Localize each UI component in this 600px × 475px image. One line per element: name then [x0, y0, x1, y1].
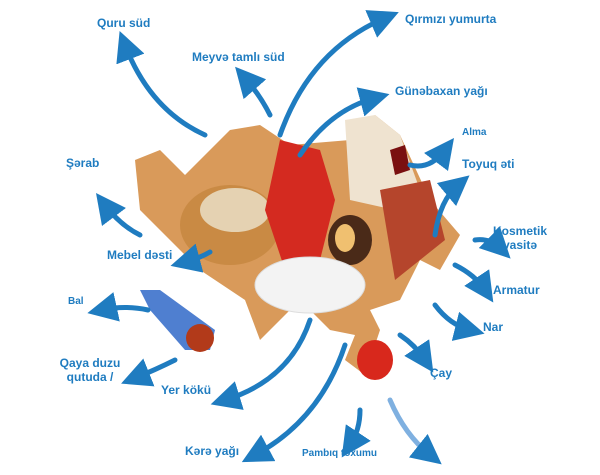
- arrow-qaya-duzu: [121, 357, 178, 387]
- label-qaya-duzu-line2: qutuda /: [66, 370, 114, 384]
- label-mebel-desti: Mebel dəsti: [107, 248, 173, 262]
- label-armatur: Armatur: [493, 283, 540, 297]
- arrow-mebel: [170, 243, 213, 273]
- arrow-qirmizi-yumurta: [277, 10, 399, 138]
- label-quru-sud: Quru süd: [97, 16, 151, 30]
- arrow-unlabeled: [387, 397, 442, 465]
- arrow-quru-sud: [116, 31, 208, 138]
- arrow-armatur: [452, 262, 494, 303]
- label-qirmizi-yumurta: Qırmızı yumurta: [405, 12, 497, 26]
- arrow-bal: [87, 292, 151, 322]
- arrow-yer-koku: [210, 317, 313, 410]
- label-kere-yagi: Kərə yağı: [185, 444, 240, 458]
- label-qaya-duzu: Qaya duzu qutuda /: [55, 356, 125, 384]
- azerbaijan-map: [135, 115, 460, 380]
- label-bal: Bal: [68, 296, 84, 307]
- label-kosmetik-vasite: Kosmetik vasitə: [490, 224, 550, 252]
- label-cay: Çay: [430, 366, 453, 380]
- arrow-pambiq: [341, 407, 371, 458]
- arrow-cay: [397, 332, 434, 373]
- label-qaya-duzu-line1: Qaya duzu: [59, 356, 121, 370]
- arrow-alma: [407, 138, 455, 172]
- arrows: [87, 10, 511, 465]
- label-pambiq-toxumu: Pambıq toxumu: [302, 448, 378, 459]
- label-kosmetik-line1: Kosmetik: [492, 224, 548, 238]
- label-alma: Alma: [462, 127, 487, 138]
- arrow-serab: [95, 193, 143, 238]
- label-meyve-tamli-sud: Meyvə tamlı süd: [192, 50, 285, 64]
- label-kosmetik-line2: vasitə: [502, 238, 538, 252]
- label-serab: Şərab: [66, 156, 100, 170]
- label-nar: Nar: [483, 320, 504, 334]
- label-toyuq-eti: Toyuq əti: [462, 157, 515, 171]
- label-gunebaxan-yagi: Günəbaxan yağı: [395, 84, 488, 98]
- label-yer-koku: Yer kökü: [161, 383, 212, 397]
- arrow-meyve-tamli-sud: [235, 66, 273, 118]
- arrow-gunebaxan-yagi: [297, 87, 390, 158]
- arrow-nar: [432, 302, 485, 341]
- arrow-kere-yagi: [241, 342, 348, 463]
- arrow-kosmetik: [472, 226, 511, 259]
- arrow-toyuq-eti: [432, 175, 470, 238]
